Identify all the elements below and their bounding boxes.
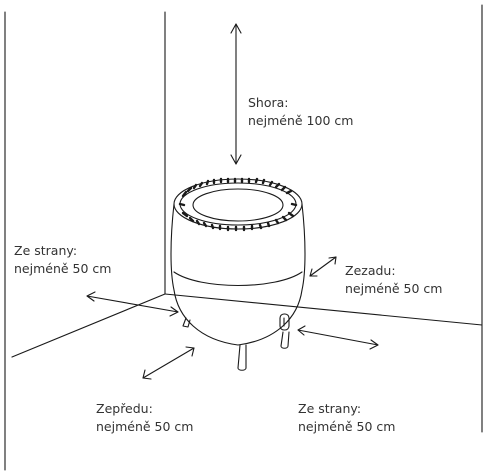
label-side-right: Ze strany: nejméně 50 cm bbox=[298, 400, 395, 436]
label-top-value: nejméně 100 cm bbox=[248, 113, 354, 128]
label-side-left-title: Ze strany: bbox=[14, 243, 78, 258]
label-back-value: nejméně 50 cm bbox=[345, 281, 443, 296]
arrow-side-left bbox=[86, 291, 179, 317]
foot-front bbox=[237, 344, 247, 371]
label-front-value: nejméně 50 cm bbox=[96, 419, 194, 434]
arrow-side-right bbox=[297, 325, 379, 350]
arrow-back bbox=[309, 256, 337, 277]
label-side-right-value: nejméně 50 cm bbox=[298, 419, 396, 434]
label-top: Shora: nejméně 100 cm bbox=[248, 94, 353, 130]
label-side-left: Ze strany: nejméně 50 cm bbox=[14, 242, 111, 278]
label-front-title: Zepředu: bbox=[96, 401, 153, 416]
label-back: Zezadu: nejméně 50 cm bbox=[345, 262, 442, 298]
arrow-top bbox=[230, 23, 242, 165]
control-knob bbox=[279, 313, 290, 331]
foot-left bbox=[182, 317, 191, 328]
grille-pattern bbox=[178, 177, 298, 232]
humidifier-illustration bbox=[170, 177, 306, 371]
floor-right-line bbox=[164, 293, 483, 326]
label-side-left-value: nejméně 50 cm bbox=[14, 261, 112, 276]
foot-right bbox=[280, 331, 290, 349]
label-top-title: Shora: bbox=[248, 95, 289, 110]
label-back-title: Zezadu: bbox=[345, 263, 396, 278]
label-front: Zepředu: nejméně 50 cm bbox=[96, 400, 193, 436]
body-seam bbox=[173, 271, 303, 287]
arrow-front bbox=[142, 346, 195, 380]
label-side-right-title: Ze strany: bbox=[298, 401, 362, 416]
floor-left-line bbox=[11, 293, 166, 358]
